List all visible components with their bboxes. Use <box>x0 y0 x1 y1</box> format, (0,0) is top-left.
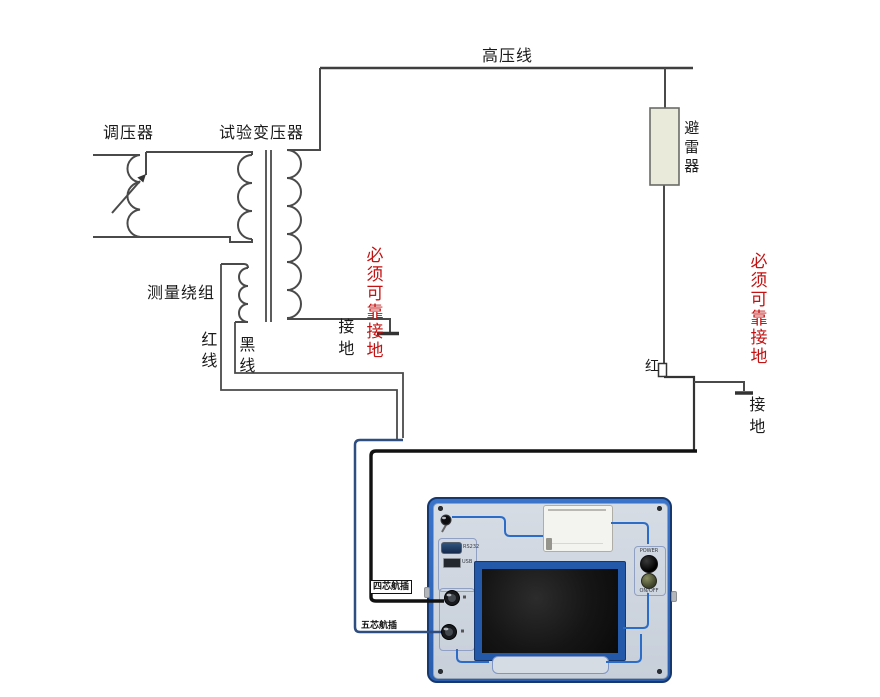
case-latch-right <box>671 591 677 602</box>
corner-screw-icon <box>438 669 443 674</box>
ground-label-left: 接地 <box>335 318 355 362</box>
transformer-primary-coil <box>237 154 253 240</box>
right-ground-branch <box>694 381 745 391</box>
test-instrument: RS232 USB POWER ON/OFF <box>424 497 677 683</box>
transformer-secondary-coil <box>286 149 302 319</box>
thermal-printer <box>543 505 613 552</box>
wiper-arrowhead-icon <box>137 174 146 183</box>
transformer-label: 试验变压器 <box>219 123 305 142</box>
onoff-button <box>641 573 657 589</box>
five-core-plug-label: 五芯航插 <box>361 621 398 631</box>
printer-paper-edge <box>551 543 603 544</box>
red-cable-label: 红 <box>645 359 659 375</box>
arrester-label: 避雷器 <box>682 120 701 177</box>
grounding-warning-right: 必须可靠接地 <box>746 252 767 366</box>
power-label: POWER <box>639 548 659 554</box>
printer-lever <box>546 538 552 550</box>
primary-bottom-wire <box>93 236 253 243</box>
red-wire-label: 红线 <box>198 331 218 373</box>
measuring-winding-coil <box>238 267 249 323</box>
aviation-plugs-group <box>439 588 475 651</box>
measuring-winding-label: 测量绕组 <box>147 283 216 302</box>
rs232-label: RS232 <box>463 544 480 550</box>
corner-screw-icon <box>438 506 443 511</box>
ground-label-right: 接地 <box>746 396 766 440</box>
measuring-top-wire <box>221 263 249 269</box>
hv-line-label: 高压线 <box>482 46 534 65</box>
display-screen <box>482 569 618 653</box>
black-lead-wire <box>234 322 404 438</box>
case-latch-left <box>424 587 430 598</box>
usb-port <box>443 558 461 568</box>
power-indicator <box>640 555 658 573</box>
regulator-coil <box>126 154 141 238</box>
arrester-ground-cable <box>664 375 696 451</box>
secondary-top-wire <box>287 68 321 151</box>
screen-bezel <box>474 561 626 661</box>
transformer-core <box>265 150 272 322</box>
rs232-port <box>441 542 462 554</box>
printer-paper-slot <box>548 509 606 511</box>
bottom-tray <box>492 656 609 674</box>
usb-label: USB <box>462 559 473 565</box>
four-core-plug-label: 四芯航插 <box>370 580 413 595</box>
regulator-wiper <box>111 180 141 214</box>
onoff-label: ON/OFF <box>639 588 659 594</box>
grounding-warning-left: 必须可靠接地 <box>362 246 383 360</box>
arrester-body <box>649 107 680 186</box>
wire-splice <box>657 362 668 378</box>
red-lead-wire <box>220 264 398 439</box>
primary-top-wire <box>146 151 253 155</box>
corner-screw-icon <box>657 506 662 511</box>
corner-screw-icon <box>657 669 662 674</box>
regulator-label: 调压器 <box>103 123 155 142</box>
black-wire-label: 黑线 <box>236 336 256 378</box>
secondary-ground-wire <box>287 318 391 332</box>
